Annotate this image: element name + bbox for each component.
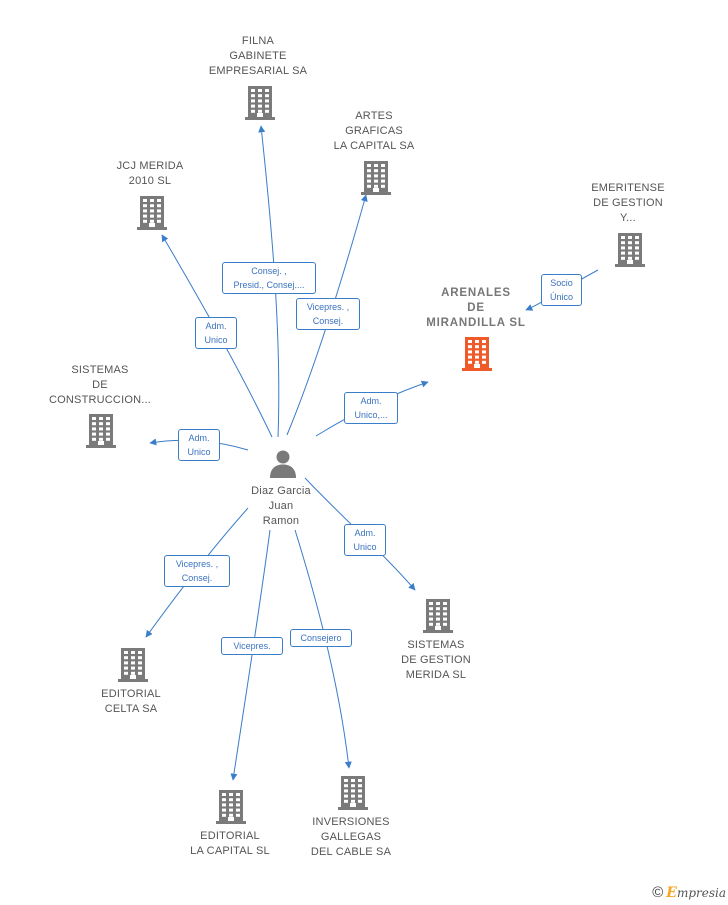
edge-label-line: Consej. <box>181 573 213 583</box>
edge-label-line: Unico <box>187 447 211 457</box>
building-icon[interactable] <box>423 599 453 638</box>
node-label-filna[interactable]: FILNA GABINETE EMPRESARIAL SA <box>209 34 307 79</box>
node-label-line: DE <box>467 302 485 314</box>
edge-label-sistemas-construccion[interactable]: Adm. Unico <box>178 429 220 461</box>
node-label-line: 2010 SL <box>128 175 172 187</box>
center-name-line-1: Diaz Garcia <box>251 485 311 497</box>
edge-label-line: Unico <box>353 542 377 552</box>
edge-label-inversiones[interactable]: Consejero <box>290 629 352 647</box>
node-label-line: MERIDA SL <box>405 669 467 681</box>
edge-label-line: Unico <box>204 335 228 345</box>
edge-label-line: Adm. <box>205 321 227 331</box>
node-label-emeritense[interactable]: EMERITENSE DE GESTION Y... <box>591 181 665 226</box>
person-icon[interactable] <box>268 448 298 478</box>
edge-label-line: Vicepres. <box>233 641 271 651</box>
center-name-line-2: Juan <box>268 500 294 512</box>
edge-label-filna[interactable]: Consej. , Presid., Consej.... <box>222 262 316 294</box>
building-icon[interactable] <box>462 337 492 376</box>
node-label-line: CONSTRUCCION... <box>49 394 151 406</box>
building-icon[interactable] <box>118 648 148 687</box>
building-icon[interactable] <box>361 161 391 200</box>
node-label-line: DE GESTION <box>401 654 471 666</box>
node-label-line: SISTEMAS <box>407 639 465 651</box>
edge-label-arenales[interactable]: Adm. Unico,... <box>344 392 398 424</box>
edge-label-line: Presid., Consej.... <box>233 280 305 290</box>
center-name-line-3: Ramon <box>262 515 300 527</box>
edge-inversiones <box>294 529 352 769</box>
edge-label-editorial-celta[interactable]: Vicepres. , Consej. <box>164 555 230 587</box>
edge-label-editorial-capital[interactable]: Vicepres. <box>221 637 283 655</box>
copyright-icon: © <box>652 884 664 901</box>
node-label-artes[interactable]: ARTES GRAFICAS LA CAPITAL SA <box>334 109 415 154</box>
node-label-line: ARENALES <box>441 287 511 299</box>
node-label-line: DEL CABLE SA <box>310 846 392 858</box>
node-label-line: EDITORIAL <box>200 830 260 842</box>
node-label-line: DE <box>92 379 108 391</box>
node-label-line: JCJ MERIDA <box>116 160 184 172</box>
edge-label-line: Vicepres. , <box>175 559 219 569</box>
node-label-line: EMERITENSE <box>591 182 665 194</box>
node-label-sistemas-construccion[interactable]: SISTEMAS DE CONSTRUCCION... <box>49 363 151 408</box>
edge-label-line: Adm. <box>360 396 382 406</box>
edge-label-line: Único <box>549 292 573 302</box>
node-label-line: INVERSIONES <box>312 816 390 828</box>
edge-label-line: Adm. <box>188 433 210 443</box>
edge-label-line: Unico,... <box>354 410 388 420</box>
edge-label-jcj[interactable]: Adm. Unico <box>195 317 237 349</box>
node-label-line: GALLEGAS <box>320 831 382 843</box>
building-icon[interactable] <box>338 776 368 815</box>
edge-editorial-capital <box>230 529 271 781</box>
node-label-line: EMPRESARIAL SA <box>208 65 308 77</box>
node-label-arenales[interactable]: ARENALES DE MIRANDILLA SL <box>426 286 525 331</box>
node-label-line: GRAFICAS <box>345 125 403 137</box>
node-label-editorial-celta[interactable]: EDITORIAL CELTA SA <box>101 687 161 717</box>
node-label-line: SISTEMAS <box>71 364 129 376</box>
edge-label-line: Consej. , <box>251 266 287 276</box>
brand-logo: Empresia <box>666 885 726 901</box>
node-label-inversiones[interactable]: INVERSIONES GALLEGAS DEL CABLE SA <box>311 815 391 860</box>
building-icon[interactable] <box>137 196 167 235</box>
node-label-line: MIRANDILLA SL <box>426 317 526 329</box>
edge-label-line: Vicepres. , <box>306 302 350 312</box>
footer-brand[interactable]: © Empresia <box>652 884 726 901</box>
node-label-line: DE GESTION <box>593 197 663 209</box>
node-label-sistemas-gestion[interactable]: SISTEMAS DE GESTION MERIDA SL <box>401 638 471 683</box>
edge-label-line: Adm. <box>354 528 376 538</box>
center-person-name[interactable]: Diaz Garcia Juan Ramon <box>251 484 311 529</box>
node-label-line: LA CAPITAL SA <box>333 140 415 152</box>
building-icon[interactable] <box>216 790 246 829</box>
node-label-line: CELTA SA <box>104 703 158 715</box>
node-label-jcj[interactable]: JCJ MERIDA 2010 SL <box>117 159 184 189</box>
node-label-line: ARTES <box>355 110 393 122</box>
node-label-editorial-capital[interactable]: EDITORIAL LA CAPITAL SL <box>190 829 270 859</box>
node-label-line: FILNA <box>241 35 275 47</box>
edge-label-line: Consejero <box>300 633 342 643</box>
edge-label-line: Consej. <box>312 316 344 326</box>
edge-label-line: Socio <box>550 278 573 288</box>
building-icon[interactable] <box>245 86 275 125</box>
node-label-line: EDITORIAL <box>101 688 161 700</box>
brand-text: mpresia <box>676 885 726 900</box>
node-label-line: GABINETE <box>229 50 287 62</box>
building-icon[interactable] <box>615 233 645 272</box>
node-label-line: Y... <box>620 212 636 224</box>
edge-label-artes[interactable]: Vicepres. , Consej. <box>296 298 360 330</box>
edge-label-emeritense[interactable]: Socio Único <box>541 274 582 306</box>
brand-letter: E <box>666 884 677 901</box>
node-label-line: LA CAPITAL SL <box>190 845 270 857</box>
edge-label-sistemas-gestion[interactable]: Adm. Unico <box>344 524 386 556</box>
building-icon[interactable] <box>86 414 116 453</box>
